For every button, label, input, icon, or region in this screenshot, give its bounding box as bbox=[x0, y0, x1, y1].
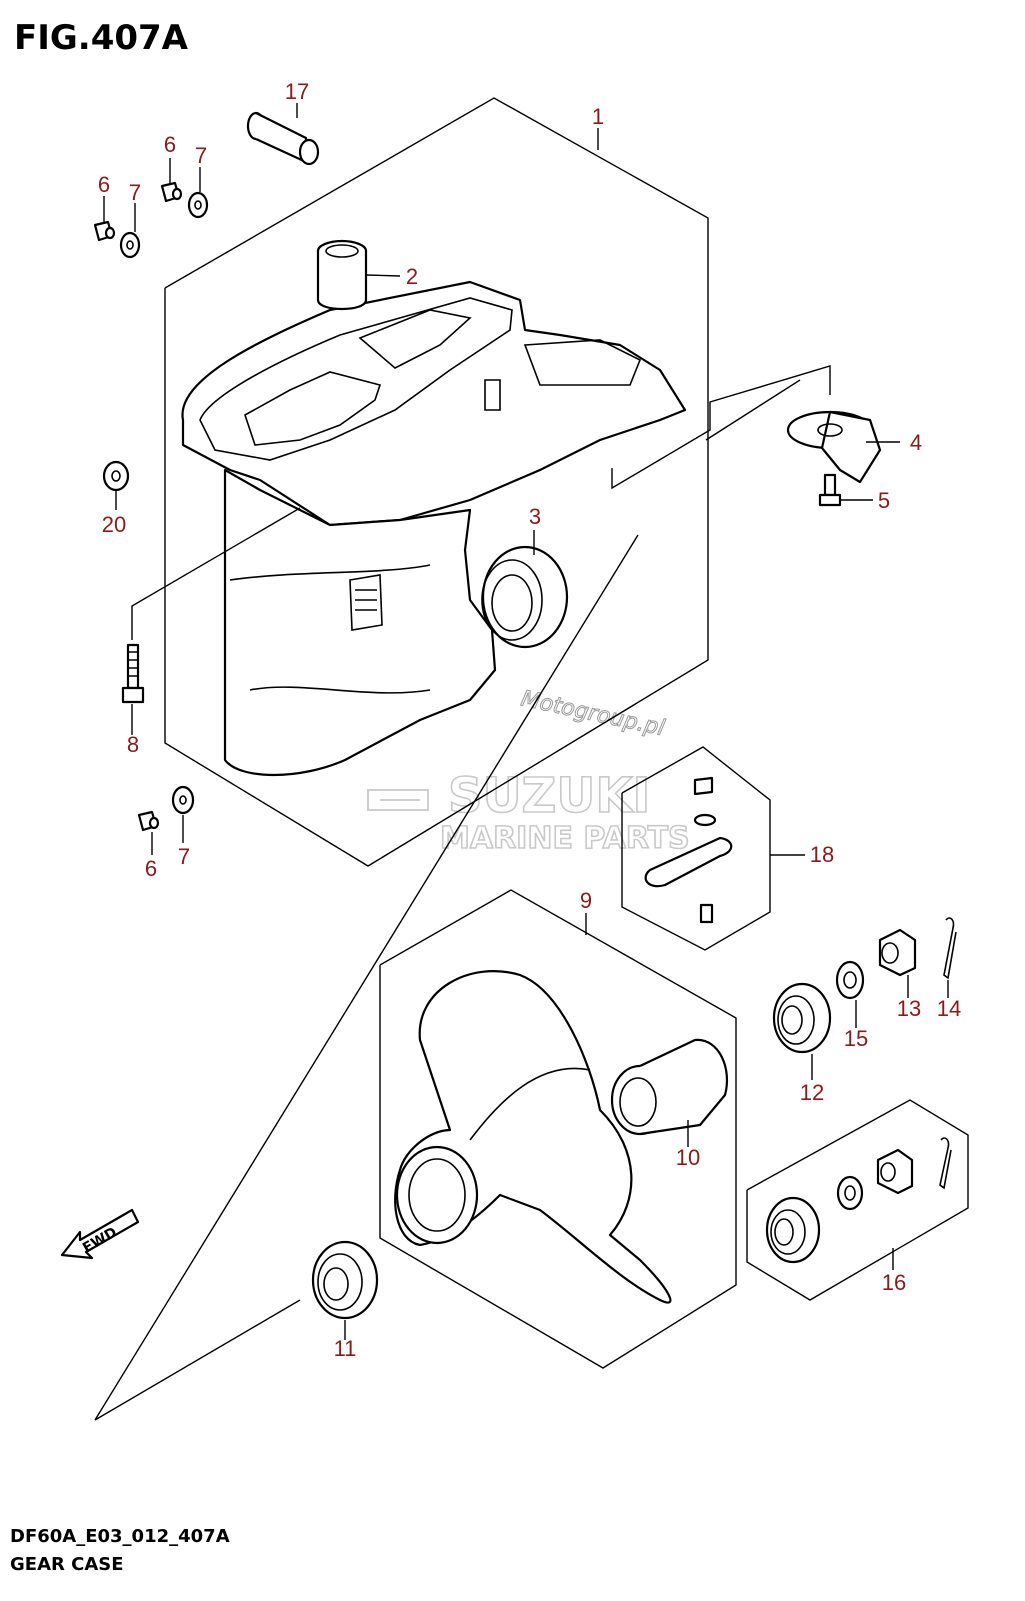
part-8-bolt[interactable] bbox=[121, 643, 145, 704]
propeller-group-outline bbox=[379, 889, 737, 1369]
part-3-bearing[interactable] bbox=[481, 545, 569, 649]
watermark-brand: SUZUKI bbox=[448, 768, 650, 824]
part-17-pin[interactable] bbox=[246, 111, 320, 166]
callout-12[interactable]: 12 bbox=[800, 1080, 824, 1105]
callout-14[interactable]: 14 bbox=[937, 996, 961, 1021]
part-18-kit[interactable] bbox=[621, 746, 805, 951]
callout-16[interactable]: 16 bbox=[882, 1270, 906, 1295]
part-10-spacer[interactable] bbox=[610, 1038, 729, 1147]
callout-3[interactable]: 3 bbox=[529, 504, 541, 529]
callout-18[interactable]: 18 bbox=[810, 842, 834, 867]
part-13-nut[interactable] bbox=[878, 928, 917, 998]
callout-15[interactable]: 15 bbox=[844, 1026, 868, 1051]
watermark-site: Motogroup.pl bbox=[519, 686, 667, 741]
callout-6c[interactable]: 6 bbox=[145, 856, 157, 881]
figure-name: GEAR CASE bbox=[10, 1554, 124, 1575]
callout-11[interactable]: 11 bbox=[334, 1336, 357, 1361]
part-15-washer[interactable] bbox=[835, 960, 865, 1028]
callout-7c[interactable]: 7 bbox=[178, 844, 190, 869]
part-6-bolt-a[interactable] bbox=[93, 220, 116, 242]
part-2-bushing[interactable] bbox=[316, 239, 368, 310]
part-20-collar[interactable] bbox=[102, 460, 130, 492]
watermark-sub: MARINE PARTS bbox=[440, 821, 690, 856]
callout-13[interactable]: 13 bbox=[897, 996, 921, 1021]
callout-17[interactable]: 17 bbox=[285, 79, 309, 104]
callout-6a[interactable]: 6 bbox=[164, 132, 176, 157]
callout-9[interactable]: 9 bbox=[580, 888, 592, 913]
part-14-cotter-pin[interactable] bbox=[943, 917, 957, 998]
part-7-washer-a[interactable] bbox=[119, 231, 141, 259]
figure-code: DF60A_E03_012_407A bbox=[10, 1526, 230, 1547]
part-4-anode-plate[interactable] bbox=[786, 410, 882, 484]
part-6-bolt-b[interactable] bbox=[160, 181, 183, 203]
callout-4[interactable]: 4 bbox=[910, 430, 922, 455]
part-11-stopper[interactable] bbox=[311, 1240, 379, 1340]
part-1-gear-case[interactable] bbox=[181, 280, 687, 777]
part-5-bolt[interactable] bbox=[818, 473, 842, 507]
callout-20[interactable]: 20 bbox=[102, 512, 126, 537]
fwd-arrow-icon: FWD bbox=[60, 1208, 140, 1260]
part-7-washer-b[interactable] bbox=[187, 191, 209, 219]
part-9-propeller[interactable] bbox=[394, 970, 672, 1304]
callout-1[interactable]: 1 bbox=[592, 104, 604, 129]
part-6-bolt-c[interactable] bbox=[137, 810, 160, 832]
callout-7b[interactable]: 7 bbox=[129, 180, 141, 205]
part-7-washer-c[interactable] bbox=[171, 785, 195, 815]
callout-5[interactable]: 5 bbox=[878, 488, 890, 513]
leader-lines bbox=[94, 103, 900, 1421]
callout-7a[interactable]: 7 bbox=[195, 143, 207, 168]
callout-8[interactable]: 8 bbox=[127, 732, 139, 757]
watermark-boat-icon bbox=[367, 789, 429, 811]
part-12-stopper[interactable] bbox=[772, 982, 832, 1080]
figure-title: FIG.407A bbox=[14, 18, 188, 58]
callout-10[interactable]: 10 bbox=[676, 1145, 700, 1170]
callout-6b[interactable]: 6 bbox=[98, 172, 110, 197]
callout-2[interactable]: 2 bbox=[406, 264, 418, 289]
gear-case-group-outline bbox=[164, 97, 709, 867]
part-16-kit[interactable] bbox=[746, 1099, 969, 1301]
callouts: 1 2 3 4 5 6 6 6 7 7 7 8 9 10 11 12 13 14… bbox=[98, 79, 961, 1361]
